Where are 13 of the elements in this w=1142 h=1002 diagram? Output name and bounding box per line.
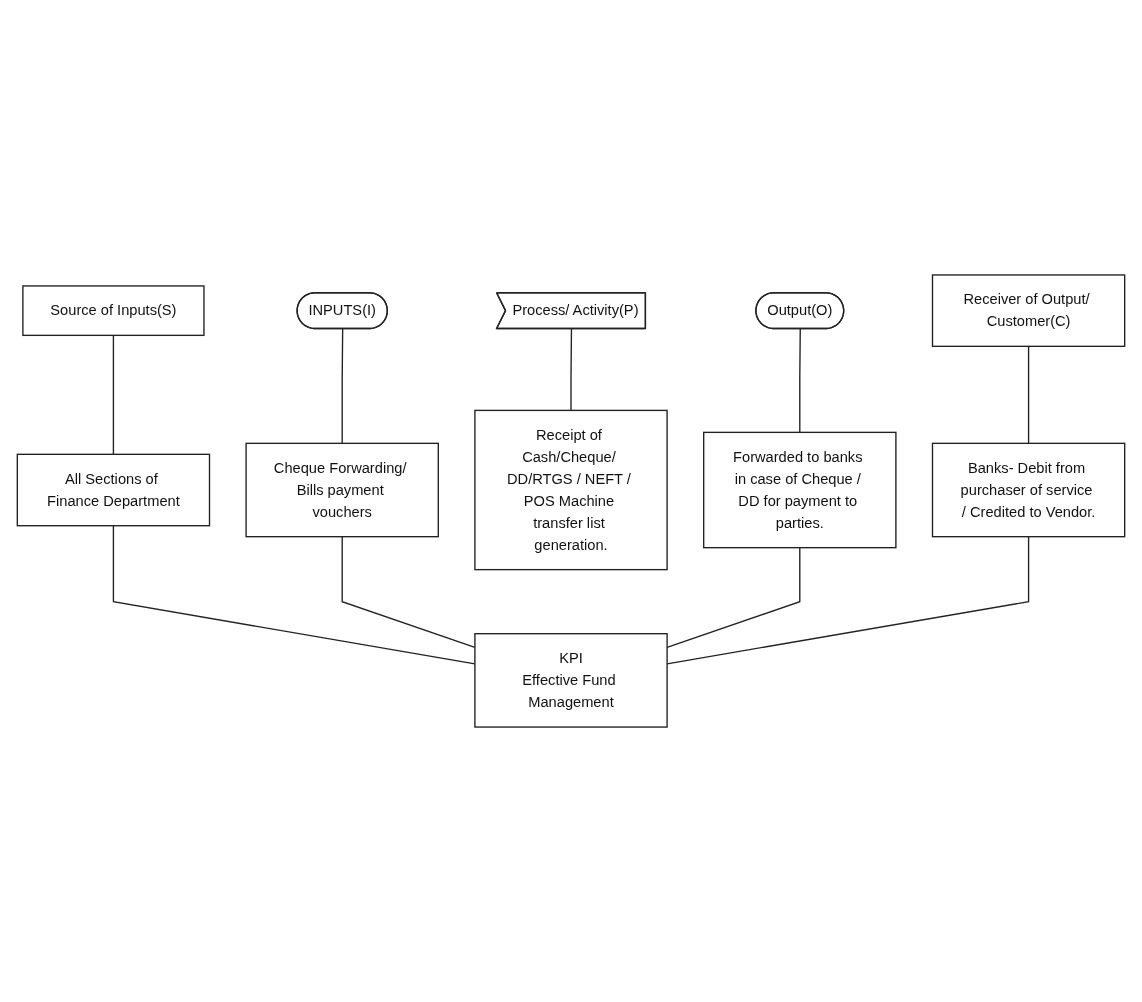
node-box: All Sections of Finance Department [16, 453, 211, 527]
connector [341, 328, 344, 445]
node-box: Source of Inputs(S) [22, 285, 205, 337]
node-box: Banks- Debit from purchaser of service / Credited to Vendor. [931, 442, 1126, 538]
node-box: Cheque Forwarding/ Bills payment vouchers [245, 442, 439, 538]
connector [799, 328, 801, 434]
node-box: Forwarded to banks in case of Cheque / DD for payment to parties. [703, 431, 897, 549]
connector [112, 334, 115, 455]
node-box: Receiver of Output/ Customer(C) [931, 274, 1126, 348]
node-box: KPI Effective Fund Management [474, 633, 668, 728]
connector [1027, 345, 1030, 445]
connector [570, 328, 573, 412]
node-box: Receipt of Cash/Cheque/ DD/RTGS / NEFT / POS Machine transfer list generation. [474, 409, 668, 571]
